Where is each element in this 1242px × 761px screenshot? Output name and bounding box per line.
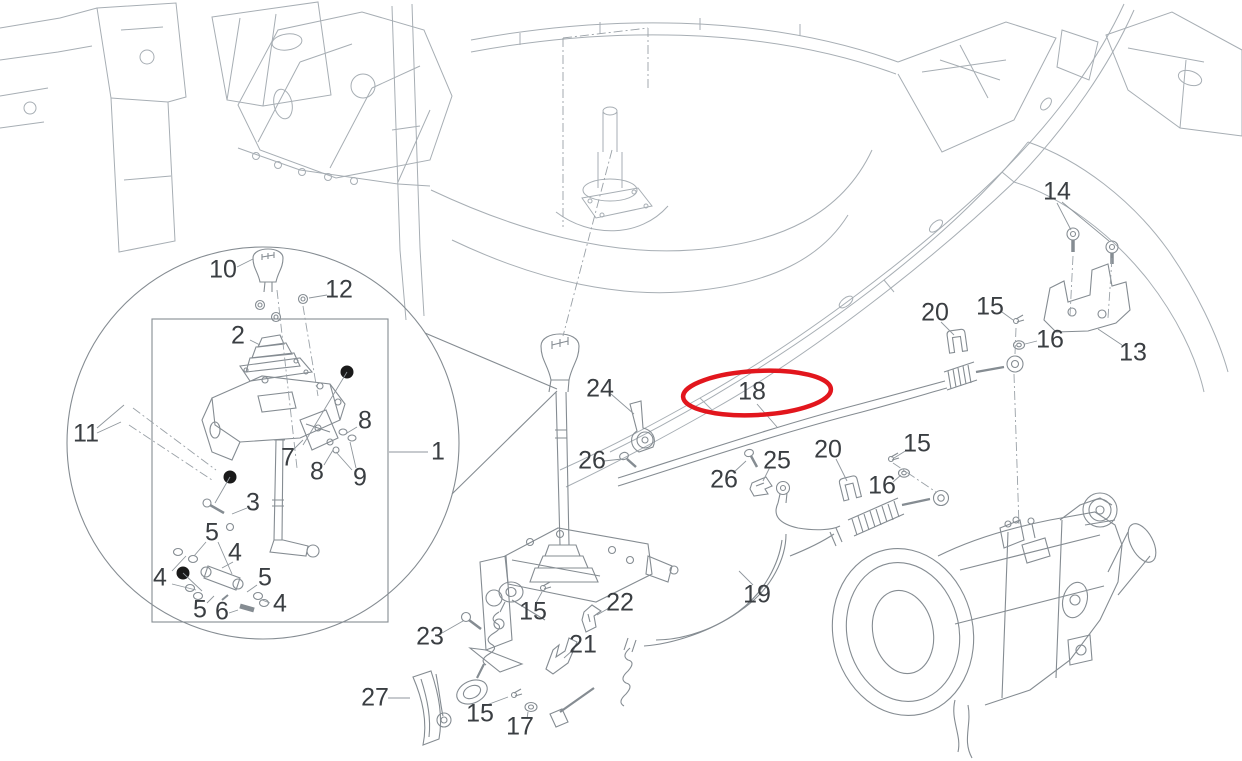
- gearbox-wires: [953, 699, 973, 759]
- callout-4-3[interactable]: 4: [273, 589, 287, 618]
- callout-25[interactable]: 25: [763, 446, 791, 475]
- callout-15-1[interactable]: 15: [976, 292, 1004, 321]
- fork-21: [545, 637, 578, 675]
- small-fastener-parts: [412, 314, 1026, 746]
- callout-8-2[interactable]: 8: [310, 457, 324, 486]
- detail-cone-lines: [424, 332, 558, 495]
- detail-exploded-shifter: [172, 248, 357, 613]
- highlight-annotation[interactable]: [680, 367, 834, 419]
- gear-knob: [540, 333, 580, 381]
- leader-lines: [96, 201, 1123, 720]
- plate-7-detail: [299, 409, 339, 451]
- lever-rod-detail: [273, 439, 285, 541]
- cable-19-boot: [620, 647, 633, 707]
- callout-18[interactable]: 18: [738, 377, 766, 406]
- callout-15-4[interactable]: 15: [466, 699, 494, 728]
- callout-6[interactable]: 6: [215, 597, 229, 626]
- dash-dot-lines: [128, 27, 1113, 527]
- gear-lever-assembly: [468, 333, 679, 673]
- callout-4-2[interactable]: 4: [228, 538, 242, 567]
- pin-15b: [887, 452, 900, 463]
- callout-12[interactable]: 12: [325, 275, 353, 304]
- bracket-24: [629, 400, 655, 453]
- callout-19[interactable]: 19: [743, 580, 771, 609]
- detail-circle: [66, 246, 460, 640]
- callout-5-1[interactable]: 5: [205, 518, 219, 547]
- washer-17: [524, 701, 538, 713]
- reference-dots: [176, 365, 354, 592]
- callout-1[interactable]: 1: [431, 437, 445, 466]
- callout-13[interactable]: 13: [1119, 338, 1147, 367]
- bracket-13: [1043, 263, 1131, 333]
- shift-cable-19: [549, 480, 950, 728]
- gear-knob-detail: [252, 248, 284, 283]
- lever-rod: [555, 391, 570, 546]
- callout-3[interactable]: 3: [246, 488, 260, 517]
- bell-housing: [831, 548, 975, 716]
- callout-26-1[interactable]: 26: [578, 446, 606, 475]
- callout-16-1[interactable]: 16: [1036, 325, 1064, 354]
- rocker-detail: [203, 565, 241, 591]
- highlight-ellipse-18[interactable]: [680, 367, 834, 419]
- callout-23[interactable]: 23: [416, 622, 444, 651]
- cable-19-cylinder-end: [549, 708, 569, 728]
- pin-15a: [1012, 314, 1025, 325]
- callout-24[interactable]: 24: [586, 374, 614, 403]
- bolt-26a: [619, 451, 629, 461]
- clip-25: [749, 476, 773, 497]
- cable-gearbox-boot: [847, 497, 905, 537]
- cable-ball-end: [775, 480, 791, 496]
- washer-16b: [897, 468, 911, 478]
- callout-15-3[interactable]: 15: [519, 597, 547, 626]
- callout-8-1[interactable]: 8: [358, 406, 372, 435]
- callout-20-1[interactable]: 20: [921, 298, 949, 327]
- callout-9[interactable]: 9: [353, 463, 367, 492]
- chassis-frame-art: [0, 1, 1242, 488]
- bolt-23: [460, 611, 472, 623]
- callout-15-2[interactable]: 15: [903, 429, 931, 458]
- callout-5-3[interactable]: 5: [193, 595, 207, 624]
- bracket-13-screws-14: [1043, 227, 1131, 333]
- detail-inset-box: [151, 318, 389, 623]
- bracket-27: [412, 670, 442, 746]
- select-cable-18: [617, 355, 1024, 487]
- damper-spring-assembly: [435, 581, 524, 728]
- callout-27[interactable]: 27: [361, 683, 389, 712]
- pin-15c: [539, 581, 552, 592]
- callout-4-1[interactable]: 4: [153, 563, 167, 592]
- callout-7[interactable]: 7: [281, 443, 295, 472]
- pin-15d: [510, 688, 523, 699]
- cable-gearbox-eye-end: [932, 489, 950, 507]
- callout-10[interactable]: 10: [209, 255, 237, 284]
- callout-11[interactable]: 11: [73, 419, 99, 448]
- detail-circle-view: [66, 246, 558, 640]
- lever-support-bracket: [479, 555, 513, 651]
- cable-18-eye-end: [1006, 355, 1024, 373]
- callout-5-2[interactable]: 5: [258, 563, 272, 592]
- clip-20b: [838, 475, 863, 502]
- callout-14[interactable]: 14: [1043, 177, 1071, 206]
- callout-22[interactable]: 22: [606, 588, 634, 617]
- gearbox: [831, 492, 1157, 759]
- callout-17[interactable]: 17: [506, 712, 534, 741]
- callout-20-2[interactable]: 20: [814, 435, 842, 464]
- shifter-boot-detail: [245, 334, 301, 373]
- callout-26-2[interactable]: 26: [710, 465, 738, 494]
- clip-22: [581, 604, 602, 633]
- lever-boot: [529, 544, 599, 583]
- washer-16a: [1012, 340, 1026, 350]
- callout-16-2[interactable]: 16: [868, 471, 896, 500]
- callout-2[interactable]: 2: [231, 321, 245, 350]
- gearbox-mount-bushing: [1082, 492, 1118, 528]
- clip-20a: [946, 328, 969, 354]
- callout-21[interactable]: 21: [569, 630, 597, 659]
- spring-coil: [482, 611, 501, 666]
- tail-cone: [1127, 523, 1157, 563]
- bolt-26b: [744, 448, 754, 458]
